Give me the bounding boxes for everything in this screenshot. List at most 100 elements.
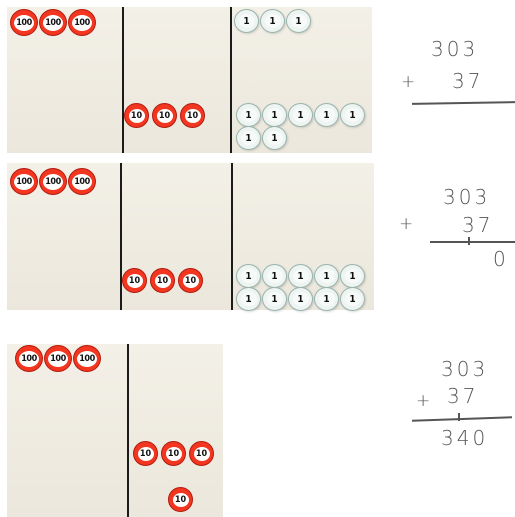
ten-token: 10 — [150, 268, 175, 293]
augend: 303 — [441, 357, 489, 381]
one-token: 1 — [314, 287, 339, 311]
token-label: 100 — [72, 173, 92, 190]
hundred-token: 100 — [10, 9, 38, 36]
ten-token: 10 — [168, 487, 193, 512]
token-label: 1 — [238, 14, 255, 28]
one-token: 1 — [340, 103, 365, 127]
one-token: 1 — [236, 287, 261, 311]
place-value-mat-row3: 100 100 100 10 10 10 10 — [7, 344, 223, 517]
token-label: 10 — [182, 273, 199, 288]
token-label: 10 — [154, 273, 171, 288]
one-token: 1 — [236, 264, 261, 288]
token-label: 1 — [344, 269, 361, 283]
token-label: 10 — [126, 273, 143, 288]
token-label: 1 — [266, 292, 283, 306]
token-label: 10 — [128, 108, 145, 123]
place-value-mat-row2: 100 100 100 10 10 10 1 1 1 1 1 1 1 1 1 1 — [7, 163, 374, 311]
one-token: 1 — [288, 103, 313, 127]
one-token: 1 — [288, 287, 313, 311]
token-label: 100 — [14, 173, 34, 190]
one-token: 1 — [262, 287, 287, 311]
addend: 37 — [452, 69, 484, 93]
token-label: 1 — [266, 269, 283, 283]
token-label: 1 — [240, 131, 257, 145]
token-label: 100 — [43, 14, 63, 31]
token-label: 1 — [318, 108, 335, 122]
carry-mark — [458, 413, 460, 421]
addend: 37 — [447, 384, 479, 408]
ten-token: 10 — [152, 103, 177, 128]
token-label: 10 — [165, 446, 182, 461]
token-label: 1 — [318, 269, 335, 283]
one-token: 1 — [314, 264, 339, 288]
token-label: 100 — [19, 350, 39, 367]
hundred-token: 100 — [73, 345, 101, 372]
hundred-token: 100 — [15, 345, 43, 372]
token-label: 1 — [344, 292, 361, 306]
sum-line — [430, 241, 515, 243]
augend: 303 — [443, 185, 491, 209]
token-label: 1 — [266, 108, 283, 122]
one-token: 1 — [340, 287, 365, 311]
token-label: 10 — [172, 492, 189, 507]
token-label: 1 — [344, 108, 361, 122]
ten-token: 10 — [189, 441, 214, 466]
augend: 303 — [431, 37, 479, 61]
one-token: 1 — [262, 103, 287, 127]
token-label: 100 — [72, 14, 92, 31]
addend: 37 — [462, 213, 494, 237]
hundreds-tens-divider — [122, 7, 124, 153]
ten-token: 10 — [122, 268, 147, 293]
one-token: 1 — [340, 264, 365, 288]
ten-token: 10 — [133, 441, 158, 466]
token-label: 100 — [48, 350, 68, 367]
sum-line — [412, 416, 512, 422]
token-label: 1 — [240, 108, 257, 122]
token-label: 10 — [193, 446, 210, 461]
token-label: 1 — [240, 269, 257, 283]
token-label: 10 — [184, 108, 201, 123]
hundred-token: 100 — [44, 345, 72, 372]
plus-sign: + — [399, 214, 414, 234]
plus-sign: + — [401, 72, 416, 92]
ten-token: 10 — [161, 441, 186, 466]
hundred-token: 100 — [68, 9, 96, 36]
carry-mark — [468, 237, 470, 245]
token-label: 1 — [264, 14, 281, 28]
token-label: 1 — [318, 292, 335, 306]
one-token: 1 — [260, 9, 285, 33]
place-value-mat-row1: 100 100 100 10 10 10 1 1 1 1 1 1 1 1 1 1 — [7, 7, 372, 153]
one-token: 1 — [262, 126, 287, 150]
token-label: 100 — [77, 350, 97, 367]
token-label: 100 — [14, 14, 34, 31]
token-label: 1 — [290, 14, 307, 28]
one-token: 1 — [288, 264, 313, 288]
one-token: 1 — [262, 264, 287, 288]
sum-line — [411, 101, 515, 105]
one-token: 1 — [286, 9, 311, 33]
hundred-token: 100 — [39, 168, 67, 195]
token-label: 10 — [156, 108, 173, 123]
token-label: 1 — [292, 108, 309, 122]
token-label: 1 — [292, 269, 309, 283]
token-label: 1 — [292, 292, 309, 306]
tens-ones-divider — [231, 163, 233, 310]
hundred-token: 100 — [10, 168, 38, 195]
hundreds-tens-divider — [120, 163, 122, 310]
hundred-token: 100 — [39, 9, 67, 36]
plus-sign: + — [416, 391, 431, 411]
one-token: 1 — [234, 9, 259, 33]
token-label: 1 — [266, 131, 283, 145]
one-token: 1 — [236, 126, 261, 150]
sum: 0 — [493, 247, 509, 271]
one-token: 1 — [236, 103, 261, 127]
hundred-token: 100 — [68, 168, 96, 195]
ten-token: 10 — [124, 103, 149, 128]
one-token: 1 — [314, 103, 339, 127]
ten-token: 10 — [178, 268, 203, 293]
token-label: 1 — [240, 292, 257, 306]
token-label: 100 — [43, 173, 63, 190]
hundreds-tens-divider — [127, 344, 129, 517]
token-label: 10 — [137, 446, 154, 461]
tens-ones-divider — [230, 7, 232, 153]
